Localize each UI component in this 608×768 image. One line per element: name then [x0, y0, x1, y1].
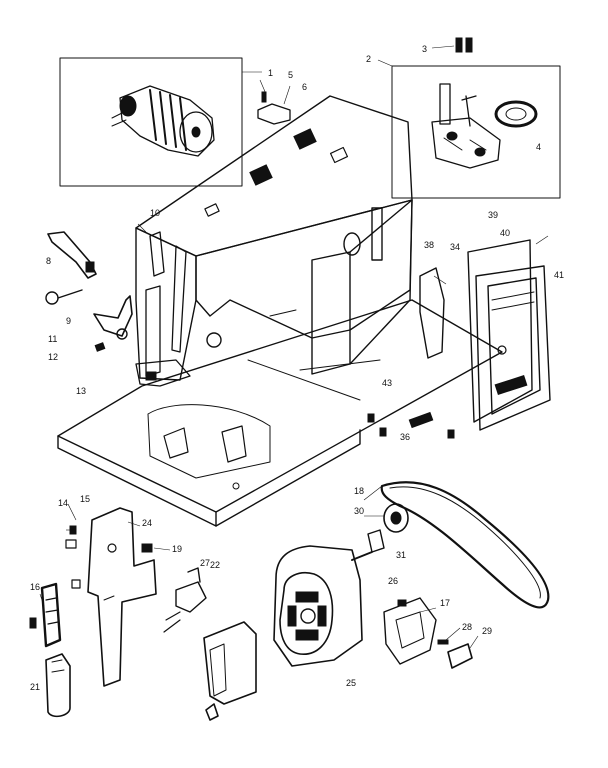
callout-13: 13	[76, 386, 86, 396]
leader-lines	[39, 79, 549, 649]
callout-16: 16	[30, 582, 40, 592]
callout-10: 10	[150, 208, 160, 218]
callout-26: 26	[388, 576, 398, 586]
callout-5: 5	[288, 70, 293, 80]
motor-belt	[380, 481, 550, 609]
callout-36: 36	[400, 432, 410, 442]
callout-15: 15	[80, 494, 90, 504]
lever-linkage	[45, 289, 133, 352]
callout-31: 31	[396, 550, 406, 560]
brush-holder-part	[383, 597, 449, 665]
callout-43: 43	[382, 378, 392, 388]
callout-6: 6	[302, 82, 307, 92]
power-switch-block	[203, 621, 257, 721]
callout-14: 14	[58, 498, 68, 508]
callout-19: 19	[172, 544, 182, 554]
callout-11: 11	[48, 334, 57, 344]
spring-clip	[40, 582, 62, 648]
machine-arm-body	[135, 95, 413, 381]
callout-24: 24	[142, 518, 152, 528]
callout-12: 12	[48, 352, 58, 362]
bushing-ring-part	[494, 100, 538, 128]
callout-29: 29	[482, 626, 492, 636]
bobbin-winder-foot	[45, 653, 71, 718]
callout-3: 3	[422, 44, 427, 54]
screw-pair-part-3	[431, 37, 473, 53]
carbon-brush-part-29	[447, 643, 473, 669]
motor-part	[273, 545, 373, 667]
callout-39: 39	[488, 210, 498, 220]
callout-28: 28	[462, 622, 472, 632]
callout-34: 34	[450, 242, 460, 252]
side-cover-plate	[467, 239, 551, 431]
callout-40: 40	[500, 228, 510, 238]
callout-25: 25	[346, 678, 356, 688]
plug-receptacle	[163, 567, 207, 633]
callout-8: 8	[46, 256, 51, 266]
bracket-parts-5-6	[257, 91, 291, 125]
callout-17: 17	[440, 598, 450, 608]
hinge-screws	[367, 411, 455, 439]
hinge-bracket-part-34	[419, 267, 445, 359]
callout-1: 1	[268, 68, 273, 78]
callout-9: 9	[66, 316, 71, 326]
hook-assembly-part	[111, 85, 215, 157]
shaft-assembly-part	[431, 83, 501, 169]
callout-38: 38	[424, 240, 434, 250]
mounting-bracket	[87, 507, 157, 687]
inset-box-part-1	[59, 57, 262, 187]
inset-box-part-2	[377, 59, 561, 199]
callout-2: 2	[366, 54, 371, 64]
callout-labels: 1 2 3 4 5 6 8 9 10 11 12 13 14 15 16 17 …	[30, 44, 564, 692]
thread-take-up-lever	[47, 231, 97, 279]
callout-4: 4	[536, 142, 541, 152]
callout-27: 27	[200, 558, 210, 568]
machine-bed-base	[57, 299, 503, 527]
callout-21: 21	[30, 682, 40, 692]
needle-bar-assembly	[135, 231, 191, 387]
callout-22: 22	[210, 560, 220, 570]
callout-30: 30	[354, 506, 364, 516]
motor-pulley	[367, 503, 409, 553]
callout-18: 18	[354, 486, 364, 496]
callout-41: 41	[554, 270, 564, 280]
